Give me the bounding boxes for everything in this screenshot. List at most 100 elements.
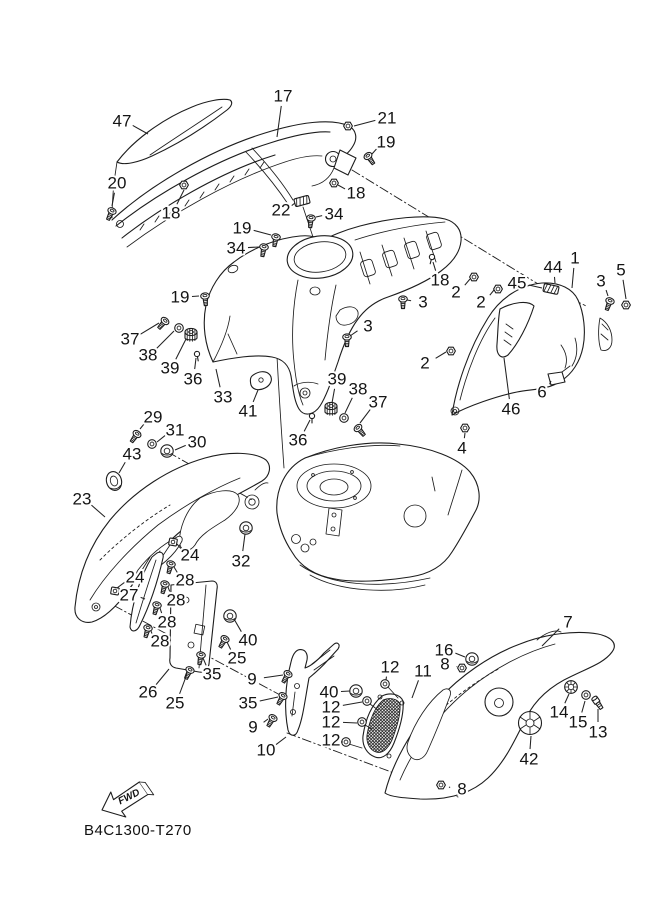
callout-20: 20 — [108, 174, 127, 193]
leader-line — [155, 668, 170, 685]
clipnut-icon — [168, 537, 178, 547]
leader-line — [175, 338, 187, 360]
callout-34: 34 — [325, 205, 344, 224]
leader-line — [503, 357, 510, 400]
leader-line — [156, 330, 175, 349]
leader-line — [344, 397, 353, 414]
nut-icon — [329, 178, 339, 188]
callout-42: 42 — [520, 750, 539, 769]
leader-line — [132, 125, 149, 135]
callout-28: 28 — [158, 613, 177, 632]
meter-cowl — [111, 121, 357, 248]
leader-line — [253, 229, 272, 236]
bracket-6 — [547, 365, 571, 386]
callout-12: 12 — [322, 698, 341, 717]
callout-7: 7 — [563, 613, 572, 632]
callout-14: 14 — [550, 703, 569, 722]
callout-19: 19 — [377, 133, 396, 152]
clipnut-icon — [110, 586, 120, 596]
leader-line — [435, 351, 447, 359]
leader-line — [331, 388, 336, 404]
callout-28: 28 — [151, 632, 170, 651]
callout-28: 28 — [167, 591, 186, 610]
pin-icon — [308, 412, 316, 424]
leader-line — [406, 299, 412, 302]
leader-line — [622, 279, 627, 300]
leader-line — [353, 119, 376, 127]
callout-33: 33 — [214, 388, 233, 407]
callout-43: 43 — [123, 445, 142, 464]
callout-8: 8 — [457, 780, 466, 799]
leader-line — [173, 566, 178, 573]
callout-23: 23 — [73, 490, 92, 509]
washer-icon — [357, 717, 367, 727]
callout-28: 28 — [176, 571, 195, 590]
callout-27: 27 — [120, 586, 139, 605]
washer-icon — [581, 690, 591, 700]
leader-line — [116, 581, 126, 589]
leader-line — [179, 673, 188, 694]
clip-icon — [293, 194, 311, 208]
callout-5: 5 — [616, 261, 625, 280]
leader-line — [140, 596, 146, 600]
emblem-42 — [517, 710, 543, 736]
grommet-icon — [465, 652, 479, 666]
callout-16: 16 — [435, 641, 454, 660]
callout-2: 2 — [476, 293, 485, 312]
grommet-icon — [239, 521, 253, 535]
callout-35: 35 — [203, 665, 222, 684]
leader-line — [349, 330, 358, 337]
leader-line — [194, 357, 197, 370]
callout-47: 47 — [113, 112, 132, 131]
callout-12: 12 — [322, 731, 341, 750]
callout-40: 40 — [320, 683, 339, 702]
callout-3: 3 — [418, 293, 427, 312]
callout-25: 25 — [228, 649, 247, 668]
callout-4: 4 — [457, 439, 466, 458]
nut-icon — [436, 780, 446, 790]
leader-line — [215, 368, 221, 388]
nut-icon — [457, 663, 467, 673]
callout-40: 40 — [239, 631, 258, 650]
pin-icon — [193, 350, 202, 362]
leader-line — [541, 628, 560, 647]
washer-icon — [174, 323, 184, 333]
leader-line — [564, 693, 570, 704]
side-cover-7 — [384, 630, 615, 800]
callout-30: 30 — [188, 433, 207, 452]
callout-39: 39 — [161, 359, 180, 378]
nut-icon — [446, 346, 456, 356]
callout-36: 36 — [184, 370, 203, 389]
leader-lines — [91, 105, 627, 788]
leader-line — [247, 246, 260, 249]
nut-icon — [493, 284, 503, 294]
stay-10 — [285, 642, 340, 736]
leader-line — [432, 261, 437, 271]
callout-21: 21 — [378, 109, 397, 128]
leader-line — [176, 543, 182, 549]
callout-12: 12 — [381, 658, 400, 677]
leader-line — [529, 735, 532, 750]
callout-15: 15 — [569, 713, 588, 732]
leader-line — [303, 419, 311, 432]
callout-6: 6 — [537, 383, 546, 402]
callout-18: 18 — [431, 271, 450, 290]
callout-9: 9 — [247, 670, 256, 689]
leader-line — [371, 148, 378, 155]
screw-icon — [215, 633, 231, 651]
leader-line — [291, 202, 296, 206]
leader-line — [111, 192, 115, 207]
callout-10: 10 — [257, 741, 276, 760]
nut-icon — [343, 121, 353, 131]
leader-line — [455, 652, 466, 658]
washer-icon — [341, 737, 351, 747]
nut-icon — [179, 180, 189, 190]
washer-icon — [147, 439, 157, 449]
washer-icon — [339, 413, 349, 423]
leader-line — [549, 380, 552, 385]
leader-line — [202, 657, 207, 666]
callout-24: 24 — [126, 568, 145, 587]
callout-38: 38 — [349, 380, 368, 399]
